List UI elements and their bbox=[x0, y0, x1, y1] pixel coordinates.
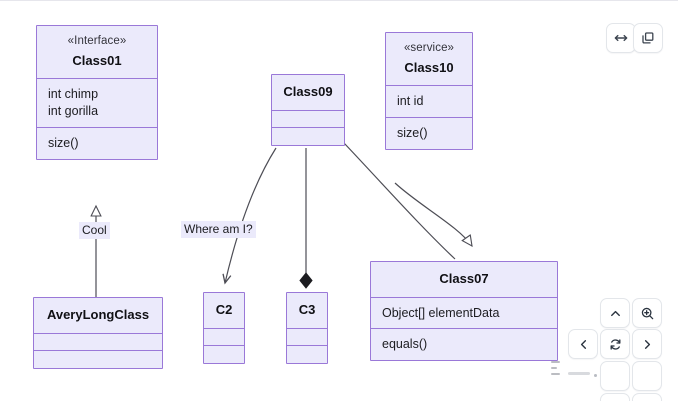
class10-header: «service» Class10 bbox=[386, 33, 472, 87]
class10-attributes: int id bbox=[386, 86, 472, 118]
c3-header: C3 bbox=[287, 293, 327, 329]
drag-hint bbox=[568, 372, 590, 375]
uml-class-c2[interactable]: C2 bbox=[203, 292, 245, 364]
averylongclass-name: AveryLongClass bbox=[46, 307, 150, 322]
class07-operations: equals() bbox=[371, 329, 557, 360]
class10-attribute: int id bbox=[397, 94, 424, 109]
uml-class-class07[interactable]: Class07 Object[] elementData equals() bbox=[370, 261, 558, 362]
class01-name: Class01 bbox=[72, 52, 122, 68]
class01-stereotype: «Interface» bbox=[67, 35, 127, 47]
class07-attribute: Object[] elementData bbox=[382, 305, 500, 320]
chevron-up-icon bbox=[608, 306, 623, 321]
c2-name: C2 bbox=[215, 302, 233, 317]
resize-grip[interactable] bbox=[551, 361, 560, 383]
edge-class10-class07[interactable] bbox=[394, 182, 472, 246]
averylongclass-operations bbox=[34, 351, 162, 368]
chevron-right-icon bbox=[640, 337, 655, 352]
class07-name: Class07 bbox=[439, 271, 489, 286]
zoom-in-icon bbox=[640, 306, 655, 321]
class10-name: Class10 bbox=[404, 59, 454, 75]
c2-attributes bbox=[204, 329, 244, 346]
copy-icon bbox=[640, 30, 656, 46]
fit-width-button[interactable] bbox=[606, 23, 636, 53]
class10-operation: size() bbox=[397, 125, 428, 140]
class01-operations: size() bbox=[37, 128, 157, 159]
c2-operations bbox=[204, 346, 244, 363]
edge-label-where-am-i[interactable]: Where am I? bbox=[181, 221, 256, 238]
c3-attributes bbox=[287, 329, 327, 346]
class09-name: Class09 bbox=[283, 84, 333, 99]
class01-attribute: int gorilla bbox=[48, 103, 99, 118]
c3-operations bbox=[287, 346, 327, 363]
class01-header: «Interface» Class01 bbox=[37, 26, 157, 80]
class07-header: Class07 bbox=[371, 262, 557, 298]
drag-dot bbox=[594, 374, 597, 377]
averylongclass-attributes bbox=[34, 334, 162, 351]
uml-class-c3[interactable]: C3 bbox=[286, 292, 328, 364]
pan-up-button[interactable] bbox=[600, 298, 630, 328]
chevron-left-icon bbox=[576, 337, 591, 352]
duplicate-button[interactable] bbox=[633, 23, 663, 53]
pan-right-button[interactable] bbox=[632, 329, 662, 359]
uml-class-class09[interactable]: Class09 bbox=[271, 74, 345, 146]
class01-operation: size() bbox=[48, 135, 79, 150]
uml-class-averylongclass[interactable]: AveryLongClass bbox=[33, 297, 163, 369]
edge-class09-c2[interactable] bbox=[222, 147, 277, 285]
class09-attributes bbox=[272, 111, 344, 128]
zoom-in-button[interactable] bbox=[632, 298, 662, 328]
class09-header: Class09 bbox=[272, 75, 344, 111]
edge-class09-c3[interactable] bbox=[299, 148, 313, 289]
class07-operation: equals() bbox=[382, 337, 428, 352]
nav-extra-button-2[interactable] bbox=[632, 393, 662, 401]
averylongclass-header: AveryLongClass bbox=[34, 298, 162, 334]
reset-view-button[interactable] bbox=[600, 329, 630, 359]
refresh-icon bbox=[608, 337, 623, 352]
class10-operations: size() bbox=[386, 118, 472, 149]
nav-extra-button[interactable] bbox=[600, 393, 630, 401]
c3-name: C3 bbox=[298, 302, 316, 317]
arrows-horizontal-icon bbox=[613, 30, 629, 46]
pan-down-button[interactable] bbox=[600, 361, 630, 391]
class01-attributes: int chimp int gorilla bbox=[37, 79, 157, 128]
zoom-out-button[interactable] bbox=[632, 361, 662, 391]
class09-operations bbox=[272, 128, 344, 145]
edge-class09-class07[interactable] bbox=[343, 142, 456, 260]
pan-left-button[interactable] bbox=[568, 329, 598, 359]
c2-header: C2 bbox=[204, 293, 244, 329]
class07-attributes: Object[] elementData bbox=[371, 298, 557, 330]
uml-class-class01[interactable]: «Interface» Class01 int chimp int gorill… bbox=[36, 25, 158, 160]
edge-label-cool[interactable]: Cool bbox=[79, 222, 110, 239]
uml-class-class10[interactable]: «service» Class10 int id size() bbox=[385, 32, 473, 150]
class01-attribute: int chimp bbox=[48, 87, 99, 102]
class10-stereotype: «service» bbox=[403, 42, 455, 54]
